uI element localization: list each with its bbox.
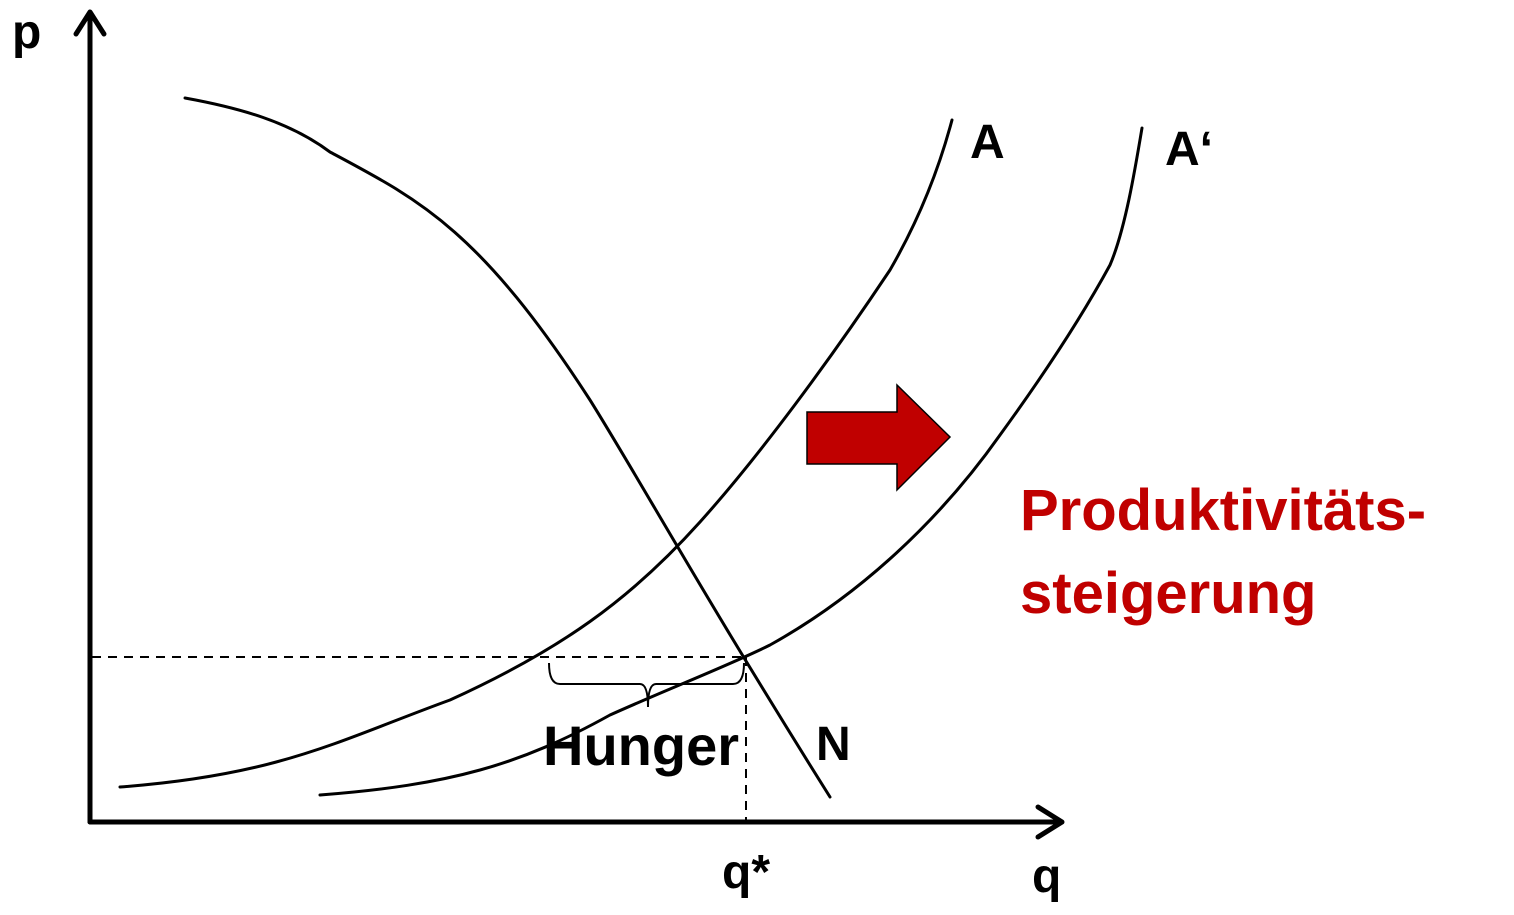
hunger-brace	[548, 662, 745, 708]
hunger-label: Hunger	[543, 714, 739, 777]
equilibrium-quantity-label: q*	[722, 846, 770, 899]
demand-curve-n-label: N	[816, 718, 851, 771]
shift-arrow-icon	[806, 383, 952, 492]
x-axis-arrowhead	[1035, 804, 1065, 840]
supply-curve-a-shifted-label: A‘	[1165, 123, 1213, 176]
annotation-line-2: steigerung	[1020, 561, 1317, 626]
supply-curve-a-shifted	[318, 126, 1144, 797]
y-axis-label: p	[12, 6, 41, 59]
curves	[118, 96, 1144, 799]
supply-curve-a-label: A	[970, 116, 1005, 169]
axes	[73, 9, 1065, 840]
demand-curve-n	[183, 96, 832, 799]
x-axis-label: q	[1032, 850, 1061, 903]
y-axis-arrowhead	[73, 9, 107, 37]
annotation-line-1: Produktivitäts-	[1020, 478, 1426, 543]
dashed-guides	[92, 656, 747, 820]
supply-curve-a	[118, 118, 954, 789]
